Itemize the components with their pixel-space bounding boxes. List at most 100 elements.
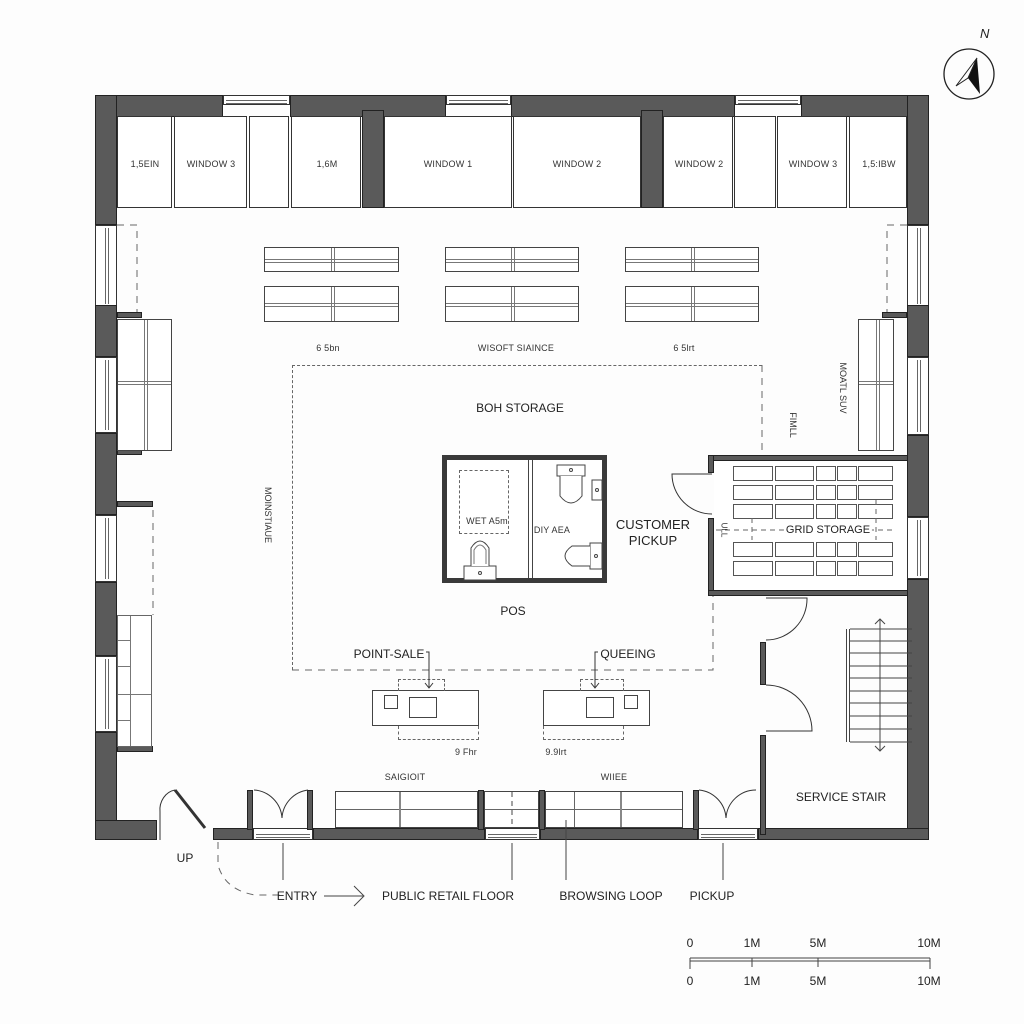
window-panel: WINDOW 1 bbox=[384, 116, 512, 208]
grid-room-wall bbox=[708, 590, 908, 596]
queue-zone bbox=[398, 679, 445, 691]
wall-left bbox=[95, 582, 117, 656]
window-label: 1,5EIN bbox=[130, 159, 160, 169]
register-icon bbox=[586, 697, 614, 718]
door-swing-icon bbox=[281, 789, 309, 819]
window-label: WINDOW 1 bbox=[423, 159, 473, 169]
window-panel: 1,5EIN bbox=[117, 116, 172, 208]
side-window bbox=[95, 357, 117, 433]
wall-stub bbox=[117, 312, 142, 318]
entry-label: ENTRY bbox=[276, 889, 318, 903]
dimension-label: 6 5bn bbox=[316, 343, 340, 353]
wet-area-zone bbox=[459, 470, 509, 534]
scale-tick-bottom: 1M bbox=[743, 974, 761, 988]
dry-area-label: DIY AEA bbox=[533, 525, 571, 535]
wall-right bbox=[907, 435, 929, 517]
restroom-block: WET A5m DIY AEA bbox=[442, 455, 607, 583]
pos-label: POS bbox=[500, 604, 526, 618]
window-panel: WINDOW 3 bbox=[777, 116, 847, 208]
side-shelf-right bbox=[858, 319, 894, 451]
shelf-unit bbox=[625, 286, 759, 322]
scale-tick-bottom: 0 bbox=[686, 974, 694, 988]
shelf-unit bbox=[445, 247, 579, 272]
window-panel bbox=[734, 116, 776, 208]
pickup-glazing bbox=[698, 828, 758, 840]
shelf-unit bbox=[625, 247, 759, 272]
window-panel: WINDOW 3 bbox=[174, 116, 247, 208]
wall-right bbox=[907, 305, 929, 357]
bottom-shelf-label: WIIEE bbox=[600, 772, 628, 782]
door-swing-icon bbox=[253, 789, 283, 819]
window-label: WINDOW 3 bbox=[788, 159, 838, 169]
door-swing-icon bbox=[765, 684, 813, 732]
boh-zone-boundary bbox=[292, 365, 762, 670]
clerestory-window bbox=[446, 95, 511, 105]
bottom-shelf-label: SAIGIOIT bbox=[384, 772, 426, 782]
scale-tick-bottom: 10M bbox=[917, 974, 941, 988]
room-label-boh-storage: BOH STORAGE bbox=[476, 401, 564, 415]
window-panel: WINDOW 2 bbox=[513, 116, 641, 208]
window-label: WINDOW 2 bbox=[674, 159, 724, 169]
wall-bottom bbox=[540, 828, 698, 840]
wall-left bbox=[95, 433, 117, 515]
stair-room-wall bbox=[760, 642, 766, 685]
door-swing-icon bbox=[765, 597, 808, 641]
door-swing-icon bbox=[698, 789, 727, 819]
wall-pier bbox=[95, 95, 117, 225]
window-panel: 1,6M bbox=[291, 116, 361, 208]
dimension-label: 6 5lrt bbox=[673, 343, 695, 353]
side-window bbox=[95, 656, 117, 732]
wall-bottom bbox=[213, 828, 253, 840]
shelf-unit bbox=[445, 286, 579, 322]
scale-bar-line bbox=[689, 957, 931, 969]
side-shelf-left-lower bbox=[117, 615, 152, 747]
compass-arrow-icon bbox=[943, 48, 995, 100]
side-window bbox=[907, 357, 929, 435]
window-label: 1,5:IBW bbox=[862, 159, 896, 169]
side-window bbox=[907, 225, 929, 307]
point-sale-label: POINT-SALE bbox=[353, 647, 425, 661]
wall-pier bbox=[641, 110, 663, 208]
grid-storage-label: GRID STORAGE bbox=[783, 524, 873, 536]
mullion bbox=[307, 790, 313, 830]
public-retail-floor-label: PUBLIC RETAIL FLOOR bbox=[381, 889, 515, 903]
mullion bbox=[539, 790, 545, 830]
dimension-label: WISOFT SIAINCE bbox=[477, 343, 555, 353]
queue-zone bbox=[543, 726, 624, 740]
pickup-label: PICKUP bbox=[689, 889, 735, 903]
scale-tick-bottom: 5M bbox=[809, 974, 827, 988]
customer-pickup-line1: CUSTOMER bbox=[615, 517, 691, 532]
side-window bbox=[907, 517, 929, 579]
scale-tick-top: 0 bbox=[686, 936, 694, 950]
bottom-shelf-unit bbox=[545, 791, 683, 828]
entry-glazing bbox=[253, 828, 313, 840]
stair-treads-icon bbox=[850, 618, 912, 752]
window-label: 1,6M bbox=[316, 159, 338, 169]
service-stair-label: SERVICE STAIR bbox=[795, 790, 887, 804]
browsing-loop-label: BROWSING LOOP bbox=[559, 889, 663, 903]
scale-tick-top: 5M bbox=[809, 936, 827, 950]
wall-left bbox=[95, 305, 117, 357]
wet-area-label: WET A5m bbox=[466, 516, 508, 526]
north-label: N bbox=[980, 26, 990, 41]
clerestory-window bbox=[223, 95, 290, 105]
north-compass: N bbox=[940, 26, 1000, 100]
window-panel: WINDOW 2 bbox=[663, 116, 733, 208]
wall-pier bbox=[907, 95, 929, 225]
bottom-shelf-unit bbox=[335, 791, 478, 828]
toilet-icons bbox=[463, 464, 603, 581]
up-label: UP bbox=[176, 851, 194, 865]
clerestory-window bbox=[735, 95, 801, 105]
stair-room-wall bbox=[760, 735, 766, 835]
scale-bar: 0 1M 5M 10M 0 1M 5M 10M bbox=[680, 930, 960, 990]
queue-zone bbox=[580, 679, 624, 691]
side-window bbox=[95, 515, 117, 582]
shelf-unit bbox=[264, 286, 399, 322]
service-stair-run bbox=[846, 618, 912, 752]
counter-dim-label: 9.9lrt bbox=[545, 747, 567, 757]
window-label: WINDOW 3 bbox=[186, 159, 236, 169]
door-swing-icon bbox=[671, 473, 713, 515]
queue-zone bbox=[398, 726, 479, 740]
register-icon bbox=[409, 697, 437, 718]
